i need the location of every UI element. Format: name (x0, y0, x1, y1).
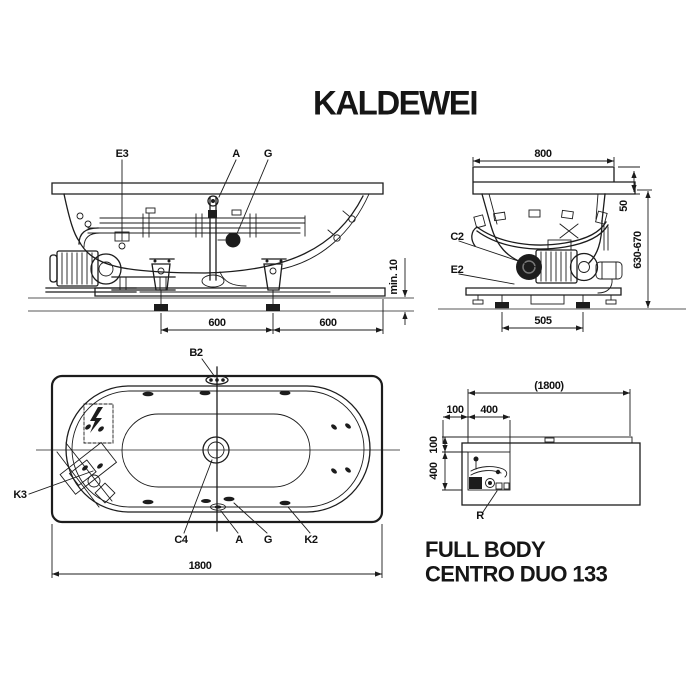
label-e3: E3 (116, 148, 129, 160)
model-name-line1: FULL BODY (425, 536, 546, 562)
model-name-line2: CENTRO DUO 133 (425, 560, 608, 587)
support-feet (149, 258, 287, 291)
b2-fitting (205, 375, 229, 385)
dim-400-y: 400 (428, 462, 440, 479)
dim-100-y: 100 (428, 436, 440, 453)
drain (202, 436, 230, 464)
end-view-leader-lines (458, 240, 537, 285)
end-view-drawing: 800 50 630-670 505 C2 E2 (438, 148, 686, 332)
dim-50: 50 (618, 200, 630, 212)
jets (85, 390, 351, 506)
brand-title: KALDEWEI (313, 83, 479, 122)
side-view-dimensions (160, 258, 408, 334)
plan-view-drawing: B2 K3 C4 A G K2 1800 (13, 347, 400, 578)
dim-400-x: 400 (480, 404, 497, 416)
model-name: FULL BODY CENTRO DUO 133 (425, 536, 608, 587)
floor-lines (28, 297, 414, 312)
pump-end-view (516, 239, 623, 294)
dim-505: 505 (534, 315, 551, 327)
label-b2: B2 (189, 347, 203, 359)
label-r: R (476, 510, 484, 522)
label-g-plan: G (264, 534, 272, 546)
tub-rim-side (51, 182, 384, 195)
support-tube (471, 221, 609, 250)
plan-view-leader-lines (28, 358, 311, 534)
overflow-column (201, 195, 247, 288)
dim-1800-ref: (1800) (534, 380, 564, 392)
label-k2: K2 (304, 534, 318, 546)
dim-630-670: 630-670 (632, 231, 644, 269)
label-a-plan: A (235, 534, 243, 546)
basin-outline (121, 413, 311, 488)
tub-rim-end (472, 166, 636, 195)
dim-600-right: 600 (319, 317, 336, 329)
dim-600-left: 600 (208, 317, 225, 329)
side-piping (78, 207, 306, 250)
label-k3: K3 (13, 489, 27, 501)
pump-zone (467, 451, 511, 491)
base-frame (465, 287, 622, 296)
control-box (83, 403, 114, 444)
label-c4: C4 (174, 534, 189, 546)
tub-profile (63, 193, 364, 274)
label-e2: E2 (451, 264, 464, 276)
dim-800: 800 (534, 148, 551, 160)
wall-clips (473, 209, 608, 229)
label-a-side: A (232, 148, 240, 160)
lightning-icon (90, 407, 103, 433)
side-view-drawing: 600 600 min. 10 E3 A G (28, 148, 414, 334)
side-wall-jets (76, 210, 356, 242)
label-g-side: G (264, 148, 272, 160)
dim-min-10: min. 10 (388, 259, 400, 294)
plan-view-dimensions (51, 524, 383, 578)
detail-view-drawing: (1800) 100 400 100 400 R (428, 380, 641, 522)
dim-100-x: 100 (446, 404, 463, 416)
dim-1800: 1800 (189, 560, 212, 572)
detail-view-dimensions (442, 389, 631, 491)
end-view-dimensions (472, 157, 652, 332)
mounting-board (94, 287, 386, 297)
detail-view-leader-line (482, 490, 498, 513)
label-c2: C2 (450, 231, 464, 243)
tub-footprint (461, 442, 641, 506)
pump-detail-sketch (469, 456, 510, 490)
